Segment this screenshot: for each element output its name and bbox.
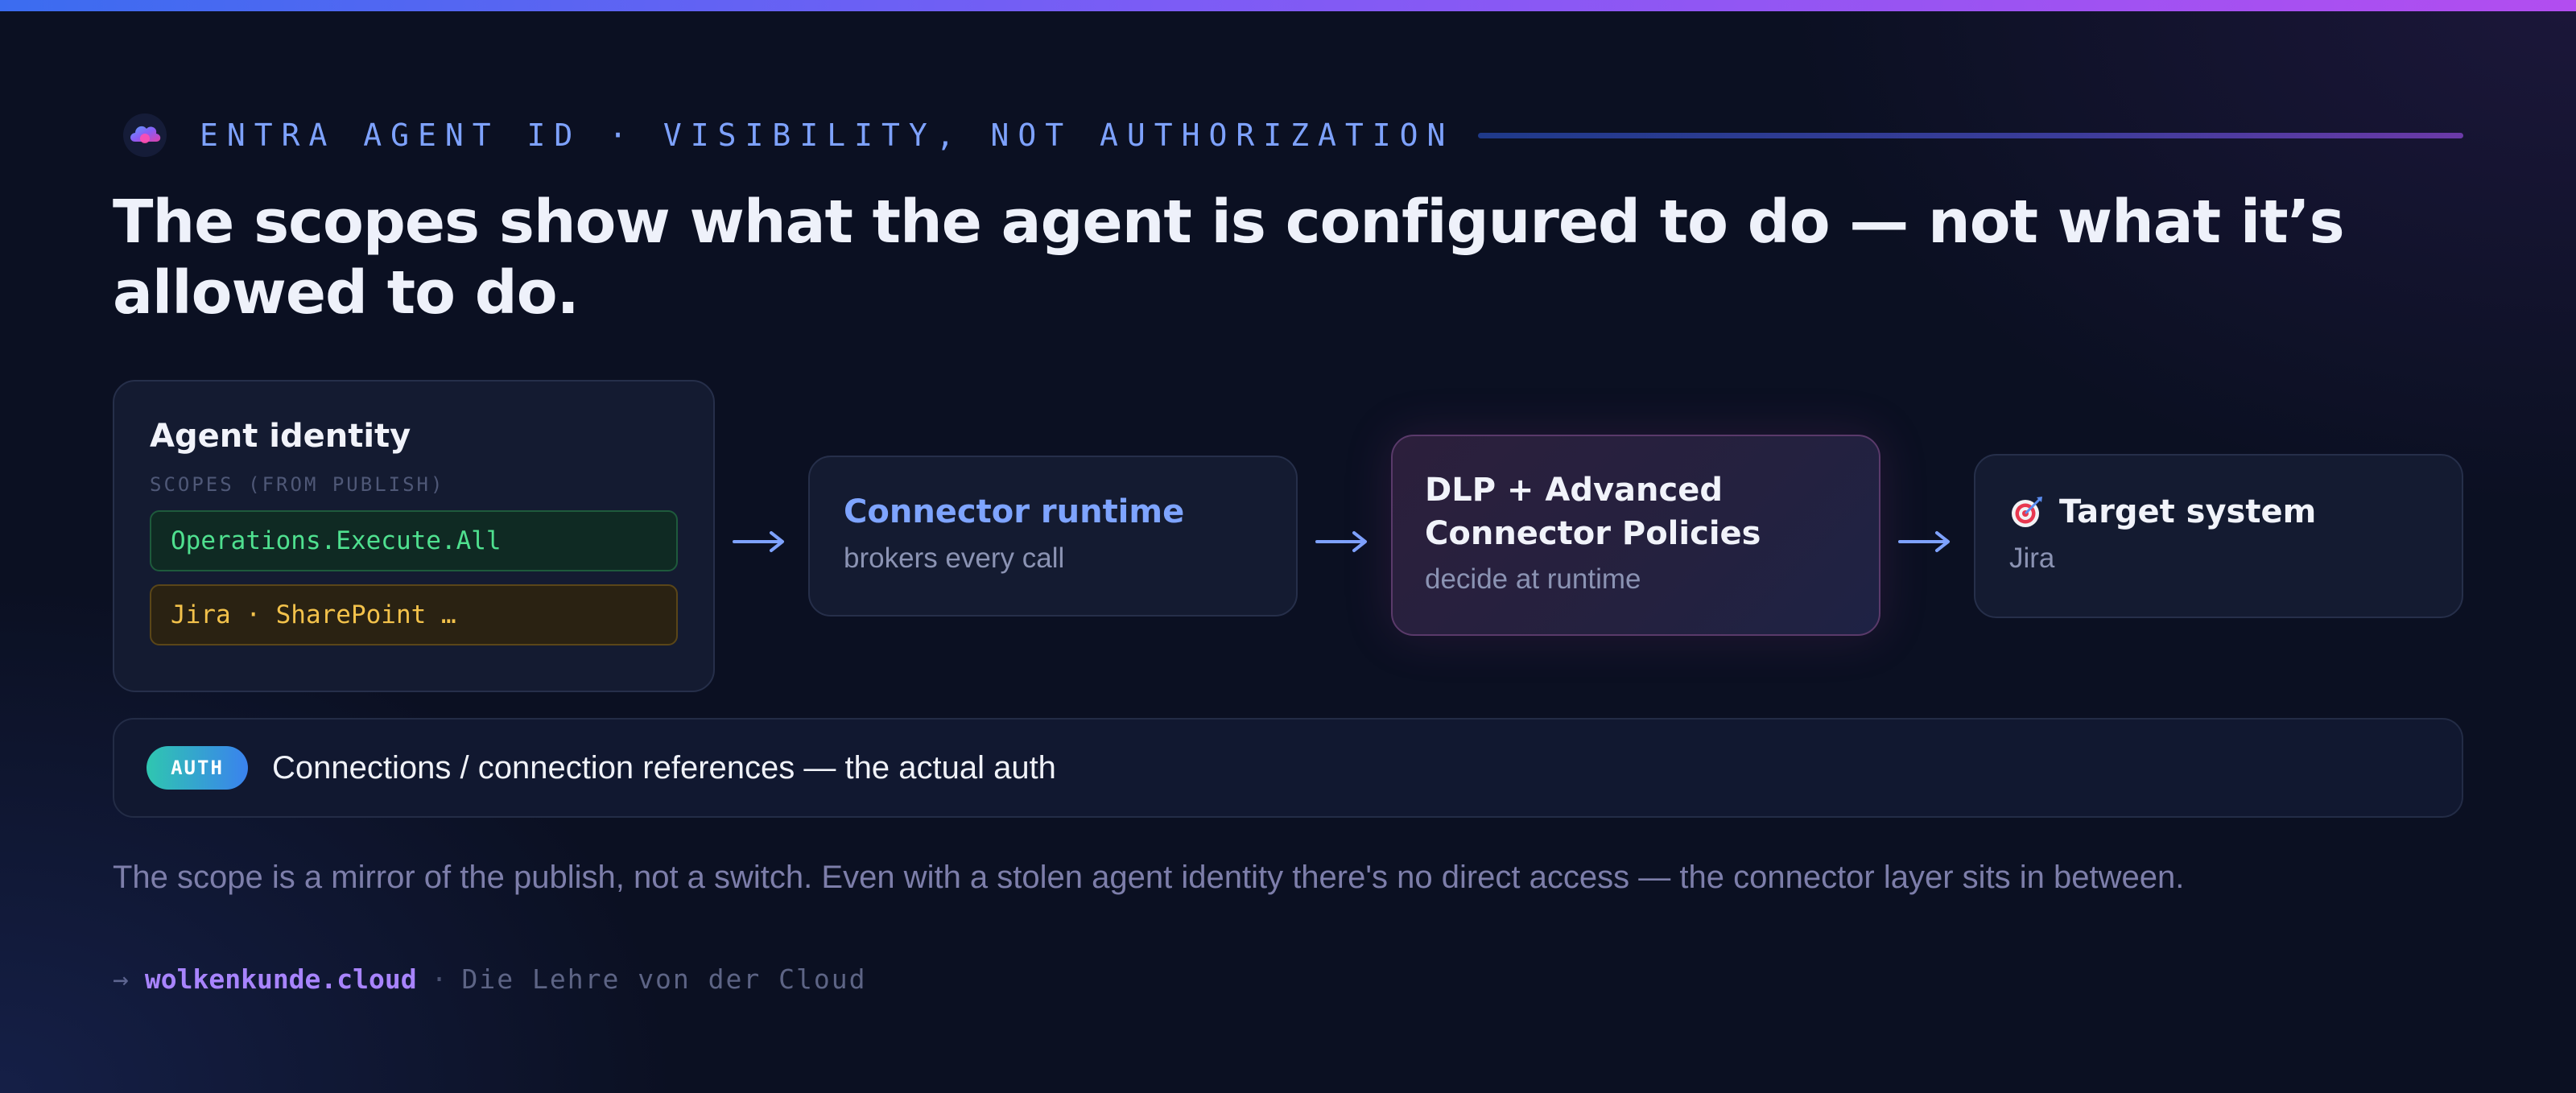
dlp-policies-subtitle: decide at runtime: [1425, 563, 1641, 595]
connector-runtime-subtitle: brokers every call: [844, 542, 1065, 574]
footer-tagline: Die Lehre von der Cloud: [461, 963, 867, 995]
eyebrow-text: ENTRA AGENT ID · VISIBILITY, NOT AUTHORI…: [200, 118, 1455, 153]
auth-text: Connections / connection references — th…: [272, 749, 1056, 786]
arrow-right-icon: [1314, 526, 1372, 558]
footer-site-link[interactable]: wolkenkunde.cloud: [144, 963, 417, 995]
target-system-card: Target system Jira: [1974, 454, 2463, 618]
dlp-policies-title: DLP + Advanced Connector Policies: [1425, 472, 1761, 552]
top-accent-bar: [0, 0, 2576, 11]
footnote: The scope is a mirror of the publish, no…: [113, 860, 2185, 895]
headline: The scopes show what the agent is config…: [113, 188, 2345, 328]
dlp-policies-card: DLP + Advanced Connector Policies decide…: [1391, 435, 1880, 636]
connector-runtime-title: Connector runtime: [844, 493, 1185, 530]
scope-chip-connectors: Jira · SharePoint …: [150, 584, 678, 645]
footer-arrow-icon: →: [113, 963, 129, 995]
target-system-title: Target system: [2059, 493, 2317, 530]
cloud-logo-icon: [121, 111, 169, 159]
footer-separator: ·: [431, 963, 448, 995]
target-icon: [2009, 494, 2045, 530]
connector-runtime-card: Connector runtime brokers every call: [808, 456, 1298, 617]
auth-badge: AUTH: [147, 746, 248, 790]
arrow-right-icon: [731, 526, 789, 558]
scope-chip-operations: Operations.Execute.All: [150, 510, 678, 571]
eyebrow: ENTRA AGENT ID · VISIBILITY, NOT AUTHORI…: [121, 111, 2463, 159]
scopes-label: SCOPES (FROM PUBLISH): [150, 473, 445, 496]
auth-bar: AUTH Connections / connection references…: [113, 718, 2463, 818]
footer: → wolkenkunde.cloud · Die Lehre von der …: [113, 959, 866, 998]
eyebrow-divider: [1478, 132, 2463, 138]
target-system-heading: Target system: [2009, 493, 2428, 531]
target-system-subtitle: Jira: [2009, 542, 2055, 574]
agent-identity-card: Agent identity SCOPES (FROM PUBLISH) Ope…: [113, 380, 715, 692]
agent-identity-title: Agent identity: [150, 418, 411, 455]
arrow-right-icon: [1897, 526, 1955, 558]
